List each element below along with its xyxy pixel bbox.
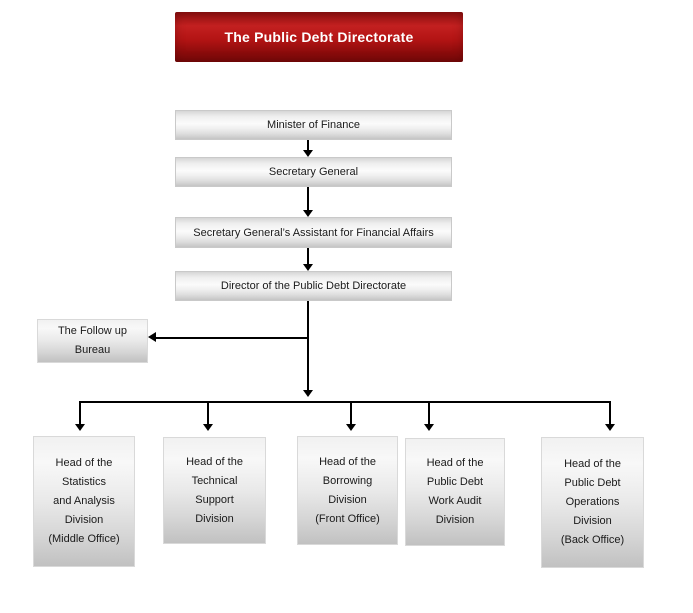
- connector-drop-2: [207, 401, 209, 424]
- node-public-debt-work-audit-division: Head of the Public Debt Work Audit Divis…: [405, 438, 505, 546]
- node-follow-up-bureau: The Follow up Bureau: [37, 319, 148, 363]
- arrow-down-icon: [203, 424, 213, 431]
- node-statistics-analysis-division: Head of the Statistics and Analysis Divi…: [33, 436, 135, 567]
- node-label: Head of the Technical Support Division: [186, 455, 243, 525]
- arrow-down-icon: [424, 424, 434, 431]
- node-label: Secretary General: [268, 166, 359, 178]
- node-label: Secretary General’s Assistant for Financ…: [193, 226, 434, 239]
- node-label: Head of the Statistics and Analysis Divi…: [48, 457, 120, 545]
- node-label: Head of the Borrowing Division (Front Of…: [315, 455, 380, 525]
- node-public-debt-operations-division: Head of the Public Debt Operations Divis…: [541, 437, 644, 568]
- node-technical-support-division: Head of the Technical Support Division: [163, 437, 266, 544]
- arrow-down-icon: [303, 390, 313, 397]
- arrow-down-icon: [605, 424, 615, 431]
- connector-director-to-divisions: [307, 301, 309, 390]
- arrow-down-icon: [303, 264, 313, 271]
- node-secretary-general: Secretary General: [175, 157, 452, 187]
- arrow-down-icon: [346, 424, 356, 431]
- connector-drop-5: [609, 401, 611, 424]
- connector-spine-to-bureau: [156, 337, 309, 339]
- connector-divisions-rail: [79, 401, 611, 403]
- chart-title: The Public Debt Directorate: [224, 29, 414, 45]
- connector-drop-4: [428, 401, 430, 424]
- node-label: Minister of Finance: [267, 119, 360, 131]
- connector-minister-to-secretary: [307, 140, 309, 150]
- node-minister-of-finance: Minister of Finance: [175, 110, 452, 140]
- connector-drop-1: [79, 401, 81, 424]
- arrow-left-icon: [148, 332, 156, 342]
- arrow-down-icon: [303, 210, 313, 217]
- node-borrowing-division: Head of the Borrowing Division (Front Of…: [297, 436, 398, 545]
- connector-drop-3: [350, 401, 352, 424]
- connector-secretary-to-assistant: [307, 187, 309, 210]
- chart-title-banner: The Public Debt Directorate: [175, 12, 463, 62]
- node-label: The Follow up Bureau: [57, 325, 128, 356]
- node-sg-assistant-financial-affairs: Secretary General’s Assistant for Financ…: [175, 217, 452, 248]
- connector-assistant-to-director: [307, 248, 309, 264]
- node-director-public-debt-directorate: Director of the Public Debt Directorate: [175, 271, 452, 301]
- node-label: Head of the Public Debt Work Audit Divis…: [426, 457, 484, 526]
- arrow-down-icon: [303, 150, 313, 157]
- node-label: Director of the Public Debt Directorate: [220, 280, 407, 292]
- node-label: Head of the Public Debt Operations Divis…: [560, 458, 625, 546]
- arrow-down-icon: [75, 424, 85, 431]
